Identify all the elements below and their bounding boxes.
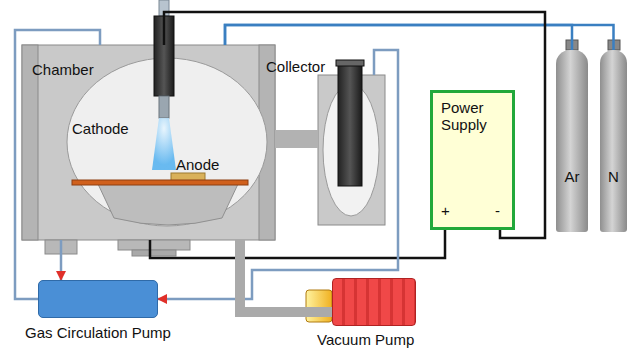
- nitrogen-cylinder: N: [600, 50, 627, 232]
- node-title: Vacuum Pump: [317, 331, 414, 348]
- gas-circulation-pump: Gas Circulation Pump: [38, 280, 158, 318]
- node-title: Gas Circulation Pump: [25, 324, 171, 341]
- gas-line: [15, 30, 100, 299]
- collector: Collector: [318, 75, 385, 225]
- node-title: Chamber: [32, 61, 94, 78]
- gas-line: [60, 240, 63, 280]
- anode-plate: [72, 173, 248, 185]
- part-label: Cathode: [72, 120, 129, 137]
- wire: [164, 12, 545, 238]
- argon-cylinder: Ar: [556, 50, 588, 232]
- pipe: [275, 130, 318, 148]
- chamber-body: [22, 45, 275, 256]
- collector-housing: [318, 60, 385, 225]
- terminal-sign: -: [495, 202, 500, 219]
- vacuum-pump: Vacuum Pump: [332, 278, 416, 326]
- terminal-sign: +: [441, 202, 450, 219]
- power-supply-box: Power Supply + -: [430, 90, 515, 230]
- part-label: Anode: [176, 156, 219, 173]
- vacuum-pump-inlet: [306, 290, 332, 322]
- chamber: Chamber: [22, 45, 275, 240]
- cylinder-valve: [566, 40, 620, 50]
- wire: [150, 230, 445, 258]
- pipe: [240, 240, 332, 312]
- gas-line: [225, 25, 614, 50]
- node-title: Collector: [266, 58, 325, 75]
- gas-line: [158, 50, 398, 299]
- node-title: Power Supply: [441, 99, 507, 134]
- gas-line: [225, 25, 572, 50]
- node-title: Ar: [565, 168, 580, 185]
- node-title: N: [608, 168, 619, 185]
